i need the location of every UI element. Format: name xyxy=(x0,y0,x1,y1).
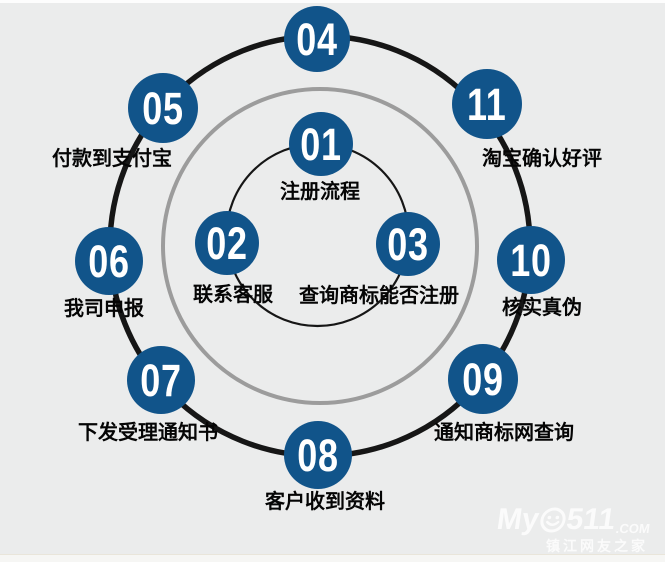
step-number-01: 01 xyxy=(300,118,342,170)
watermark-brand-prefix: My xyxy=(494,503,542,536)
step-number-06: 06 xyxy=(88,235,130,287)
step-node-04: 04 xyxy=(284,6,350,72)
step-node-10: 10 xyxy=(497,226,565,294)
top-border-strip xyxy=(0,0,665,3)
step-node-02: 02 xyxy=(195,211,259,275)
middle-ring xyxy=(161,87,479,405)
step-number-02: 02 xyxy=(206,217,248,269)
step-node-07: 07 xyxy=(127,346,195,414)
step-label-03: 查询商标能否注册 xyxy=(299,285,459,307)
watermark-domain: .COM xyxy=(614,521,651,536)
step-label-07: 下发受理通知书 xyxy=(78,422,218,444)
step-number-05: 05 xyxy=(142,82,184,134)
step-number-11: 11 xyxy=(467,78,507,130)
step-label-05: 付款到支付宝 xyxy=(52,148,172,170)
step-node-03: 03 xyxy=(376,212,440,276)
step-number-04: 04 xyxy=(296,13,338,65)
step-node-06: 06 xyxy=(75,227,143,295)
step-node-11: 11 xyxy=(452,69,522,139)
step-node-05: 05 xyxy=(128,73,198,143)
step-node-09: 09 xyxy=(448,344,518,414)
watermark-brand-suffix: 511 xyxy=(564,503,618,536)
step-label-02: 联系客服 xyxy=(193,284,273,306)
step-label-08: 客户收到资料 xyxy=(265,491,385,513)
step-number-10: 10 xyxy=(510,234,552,286)
step-label-11: 淘宝确认好评 xyxy=(482,148,602,170)
step-label-01: 注册流程 xyxy=(280,181,360,203)
smiley-icon xyxy=(540,507,566,533)
step-label-09: 通知商标网查询 xyxy=(434,422,574,444)
step-label-10: 核实真伪 xyxy=(502,297,582,319)
step-node-01: 01 xyxy=(289,112,353,176)
step-number-07: 07 xyxy=(140,354,182,406)
step-number-09: 09 xyxy=(462,353,504,405)
watermark-brand: My 511.COM xyxy=(494,503,664,536)
watermark: My 511.COM 镇江网友之家 xyxy=(494,503,664,556)
step-label-06: 我司申报 xyxy=(64,298,144,320)
step-number-03: 03 xyxy=(387,218,429,270)
watermark-tagline: 镇江网友之家 xyxy=(546,538,648,554)
step-node-08: 08 xyxy=(284,421,352,489)
step-number-08: 08 xyxy=(297,429,339,481)
bottom-border-strip xyxy=(0,554,665,562)
